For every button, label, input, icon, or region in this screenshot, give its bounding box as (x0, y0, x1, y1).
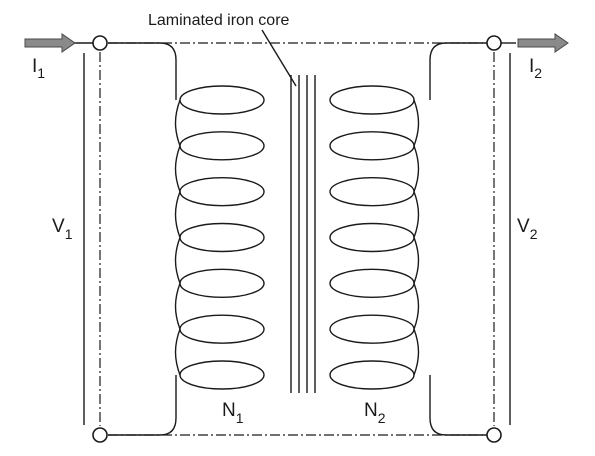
coil-link (413, 283, 420, 330)
coil-turn (179, 268, 265, 299)
core-label: Laminated iron core (148, 12, 290, 29)
coil-turn (179, 222, 265, 253)
coil-link (174, 99, 181, 147)
primary-current-arrow-icon (24, 33, 76, 53)
laminated-iron-core (290, 75, 316, 393)
coil-link (413, 237, 420, 284)
coil-turn (179, 131, 265, 161)
secondary-current-arrow-icon (517, 33, 569, 53)
coil-link (413, 328, 420, 376)
coil-turn (179, 360, 265, 390)
coil-link (174, 191, 181, 238)
coil-turn (329, 268, 415, 299)
primary-bottom-lead (108, 375, 177, 436)
coil-turn (329, 131, 415, 161)
coil-turn (179, 314, 265, 344)
secondary-top-lead (429, 42, 487, 100)
coil-turn (329, 222, 415, 253)
secondary-top-terminal (486, 35, 502, 51)
secondary-bottom-terminal (486, 427, 502, 443)
coil-link (174, 328, 181, 376)
primary-bottom-terminal (92, 427, 108, 443)
coil-turn (179, 176, 265, 207)
coil-turn (329, 360, 415, 390)
coil-link (174, 145, 181, 192)
secondary-bottom-lead (429, 375, 487, 436)
coil-link (174, 237, 181, 284)
coil-link (413, 145, 420, 192)
primary-turns-label: N1 (222, 400, 244, 426)
coil-turn (329, 176, 415, 207)
primary-top-lead (108, 42, 177, 100)
coil-link (413, 99, 420, 147)
coil-turn (329, 314, 415, 344)
secondary-coil (329, 85, 420, 390)
coil-turn (329, 85, 415, 115)
coil-turn (179, 85, 265, 115)
secondary-voltage-label: V2 (517, 216, 538, 242)
secondary-turns-label: N2 (364, 400, 386, 426)
primary-coil (174, 85, 265, 390)
secondary-current-label: I2 (529, 56, 542, 81)
primary-top-terminal (92, 35, 108, 51)
primary-voltage-label: V1 (52, 216, 73, 242)
coil-link (413, 191, 420, 238)
coil-link (174, 283, 181, 330)
primary-current-label: I1 (32, 56, 45, 81)
